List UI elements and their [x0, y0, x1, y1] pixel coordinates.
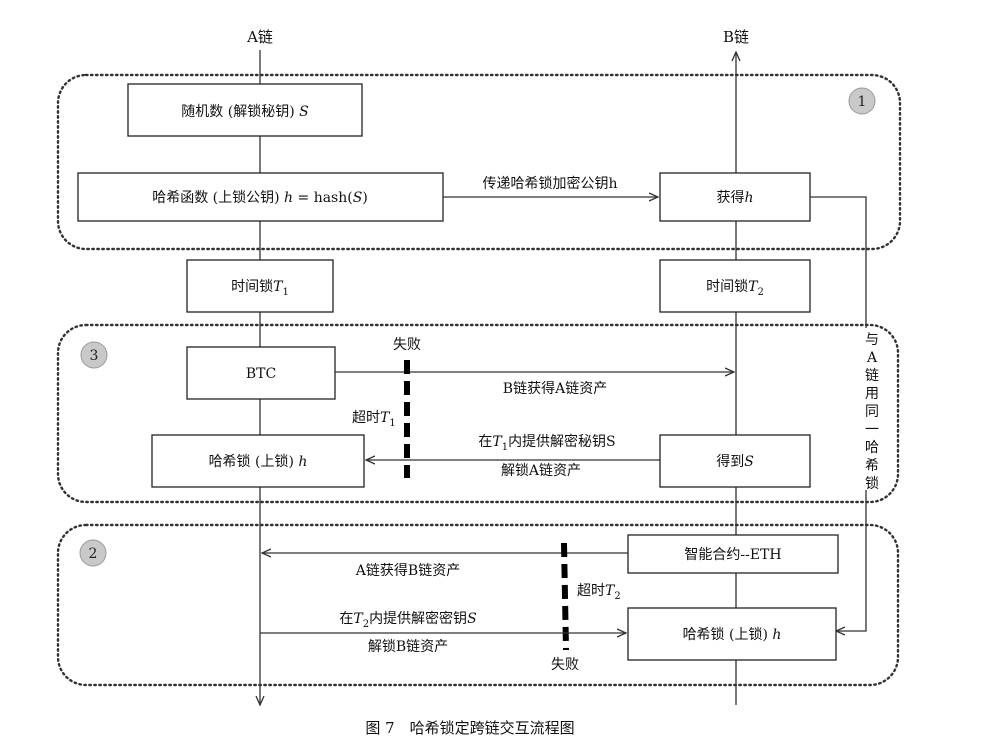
- timeout-t1-label: 超时T1: [352, 410, 396, 429]
- group-1-frame: [56, 73, 902, 251]
- get-h-text: 获得h: [716, 189, 753, 206]
- svg-text:2: 2: [89, 546, 98, 562]
- unlock-b-label: 解锁B链资产: [368, 639, 448, 655]
- same-hash-lock-label: 与 A 链 用 同 一 哈 希 锁: [865, 332, 879, 492]
- hash-lock-a-box: [151, 434, 365, 488]
- svg-text:用: 用: [865, 386, 879, 402]
- time-lock-t1-text: 时间锁T1: [231, 279, 289, 298]
- hash-lock-b-text: 哈希锁 (上锁) h: [683, 627, 782, 643]
- svg-text:一: 一: [865, 422, 879, 438]
- chain-a-label: A链: [246, 28, 273, 46]
- provide-key-t2-label: 在T2内提供解密密钥S: [339, 610, 476, 630]
- chain-b-label: B链: [723, 28, 749, 46]
- svg-text:链: 链: [865, 368, 879, 384]
- get-s-box: [659, 434, 811, 488]
- hash-lock-a-text: 哈希锁 (上锁) h: [209, 454, 308, 470]
- btc-box: [186, 346, 336, 400]
- fail-marker-2: [561, 542, 569, 651]
- step-3-badge: 3: [80, 341, 108, 369]
- get-h-box: [659, 172, 811, 222]
- time-lock-t1-box: [186, 259, 334, 313]
- svg-text:同: 同: [865, 404, 879, 420]
- hash-function-text: 哈希函数 (上锁公钥) h = hash(S): [152, 190, 368, 206]
- unlock-a-label: 解锁A链资产: [501, 463, 581, 479]
- time-lock-t2-text: 时间锁T2: [706, 279, 764, 298]
- svg-text:锁: 锁: [865, 476, 879, 492]
- fail-label-2: 失败: [551, 657, 579, 673]
- svg-text:3: 3: [90, 348, 99, 364]
- svg-text:1: 1: [858, 94, 867, 110]
- time-lock-t2-box: [659, 259, 811, 313]
- step-2-badge: 2: [79, 539, 107, 567]
- figure-caption: 图 7 哈希锁定跨链交互流程图: [365, 719, 574, 737]
- b-gets-a-label: B链获得A链资产: [503, 380, 607, 397]
- svg-text:A: A: [866, 350, 878, 366]
- group-2-frame: [56, 523, 900, 687]
- group-3-frame: [56, 323, 900, 504]
- step-1-badge: 1: [848, 87, 876, 115]
- btc-text: BTC: [246, 366, 276, 382]
- svg-text:希: 希: [865, 458, 879, 474]
- random-number-box: [127, 83, 363, 137]
- svg-text:与: 与: [865, 332, 879, 348]
- timeout-t2-label: 超时T2: [577, 583, 621, 602]
- fail-label-1: 失败: [393, 337, 421, 353]
- random-number-text: 随机数 (解锁秘钥) S: [181, 104, 308, 120]
- a-gets-b-label: A链获得B链资产: [355, 562, 460, 579]
- svg-text:哈: 哈: [865, 440, 879, 456]
- get-s-text: 得到S: [716, 453, 754, 470]
- provide-key-t1-label: 在T1内提供解密秘钥S: [478, 433, 615, 453]
- pass-hash-label: 传递哈希锁加密公钥h: [482, 175, 617, 192]
- hash-lock-b-box: [627, 607, 837, 661]
- smart-contract-text: 智能合约--ETH: [684, 547, 781, 563]
- smart-contract-box: [627, 534, 839, 574]
